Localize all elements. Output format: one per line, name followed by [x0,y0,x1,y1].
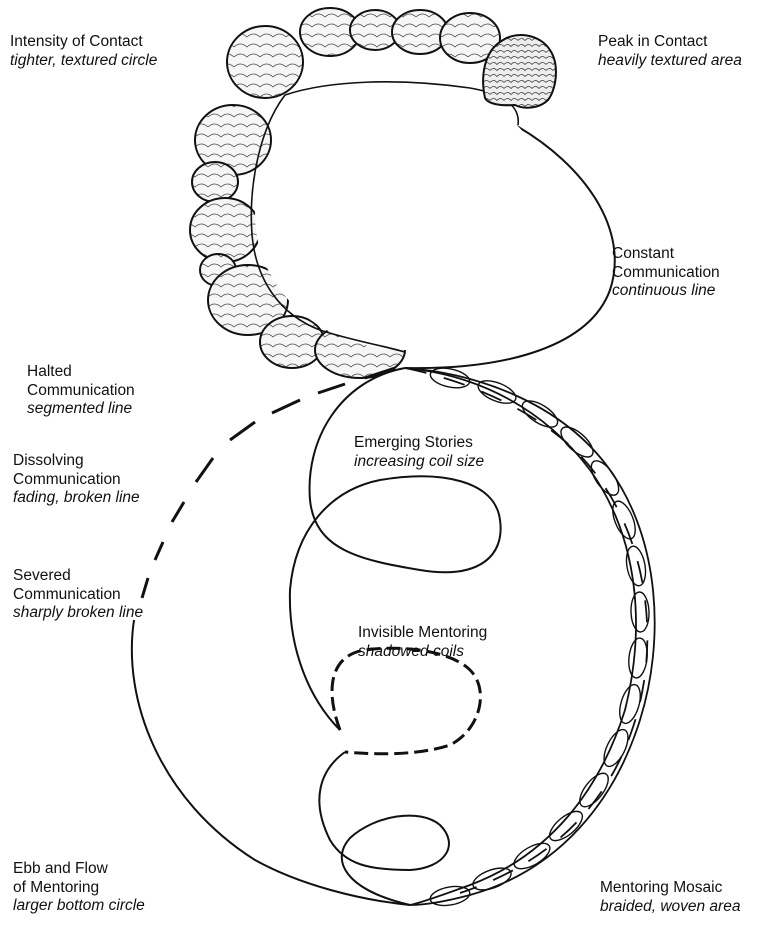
severed-description: sharply broken line [13,604,143,623]
intensity-description: tighter, textured circle [10,52,157,71]
dissolving-title-line2: Communication [13,471,140,490]
ebb-and-flow-arc [132,620,410,905]
severed-title-line2: Communication [13,586,143,605]
label-invisible-mentoring: Invisible Mentoring shadowed coils [358,624,487,661]
constant-title-line2: Communication [612,264,720,283]
label-mentoring-mosaic: Mentoring Mosaic braided, woven area [600,879,740,916]
constant-description: continuous line [612,282,720,301]
ebb-title-line1: Ebb and Flow [13,860,145,879]
ebb-description: larger bottom circle [13,897,145,916]
constant-title-line1: Constant [612,245,720,264]
peak-title: Peak in Contact [598,33,742,52]
dissolving-communication-line [142,458,213,598]
label-ebb-and-flow: Ebb and Flow of Mentoring larger bottom … [13,860,145,916]
emerging-description: increasing coil size [354,453,484,472]
dissolving-title-line1: Dissolving [13,452,140,471]
mosaic-description: braided, woven area [600,898,740,917]
label-peak-in-contact: Peak in Contact heavily textured area [598,33,742,70]
label-severed-communication: Severed Communication sharply broken lin… [13,567,143,623]
label-halted-communication: Halted Communication segmented line [27,363,135,419]
severed-title-line1: Severed [13,567,143,586]
dissolving-description: fading, broken line [13,489,140,508]
intensity-title: Intensity of Contact [10,33,157,52]
invisible-title: Invisible Mentoring [358,624,487,643]
label-constant-communication: Constant Communication continuous line [612,245,720,301]
mosaic-title: Mentoring Mosaic [600,879,740,898]
halted-title-line1: Halted [27,363,135,382]
peak-in-contact-area [483,35,556,108]
halted-title-line2: Communication [27,382,135,401]
label-emerging-stories: Emerging Stories increasing coil size [354,434,484,471]
halted-communication-line [230,368,395,440]
invisible-description: shadowed coils [358,643,487,662]
halted-description: segmented line [27,400,135,419]
peak-description: heavily textured area [598,52,742,71]
label-dissolving-communication: Dissolving Communication fading, broken … [13,452,140,508]
invisible-mentoring-coil [332,648,480,754]
label-intensity-of-contact: Intensity of Contact tighter, textured c… [10,33,157,70]
ebb-title-line2: of Mentoring [13,879,145,898]
upper-circle-inner-space [255,80,555,350]
emerging-title: Emerging Stories [354,434,484,453]
